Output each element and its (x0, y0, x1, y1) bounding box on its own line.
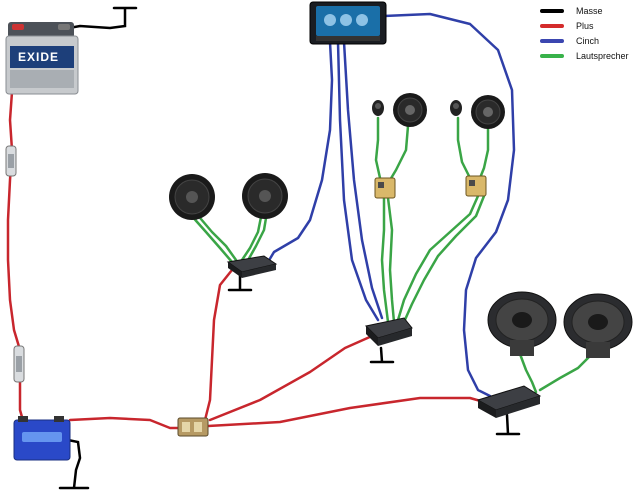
main-battery (5, 22, 79, 95)
subwoofer-2 (563, 293, 633, 358)
amp-left (226, 255, 278, 278)
amp-center (364, 317, 413, 346)
amp-right (476, 385, 542, 418)
mid2-to-xover (478, 126, 490, 180)
legend-swatch-plus (540, 24, 564, 28)
tweeter1-to-xover (374, 116, 382, 180)
spk-left-a (188, 212, 234, 264)
legend-item-plus: Plus (540, 19, 638, 34)
tweeter-1 (372, 100, 384, 116)
power-distributor-to-amp-center (208, 334, 374, 422)
spk-left-c (240, 210, 264, 262)
rca-to-amp-left (266, 40, 334, 264)
power-battery-to-aux (6, 90, 26, 426)
fuse-lower (13, 345, 25, 383)
power-wires (6, 90, 486, 430)
spk-left-b (193, 210, 238, 262)
speaker-left-2 (242, 173, 288, 219)
sub1-to-amp (518, 352, 538, 394)
legend-swatch-masse (540, 9, 564, 13)
crossover-1 (374, 177, 396, 199)
legend: Masse Plus Cinch Lautsprecher (540, 4, 638, 64)
legend-item-cinch: Cinch (540, 34, 638, 49)
legend-label-plus: Plus (576, 21, 594, 31)
legend-label-lautsprecher: Lautsprecher (576, 51, 629, 61)
spk-left-d (245, 210, 269, 264)
midrange-2 (471, 95, 505, 129)
head-unit (309, 1, 387, 45)
subwoofer-1 (487, 291, 557, 356)
rca-wires (266, 12, 516, 398)
main-battery-brand: EXIDE (18, 50, 60, 64)
ground-aux-battery (58, 438, 90, 490)
legend-swatch-lautsprecher (540, 54, 564, 58)
xover2-to-amp (396, 194, 486, 324)
rca-to-amp-center-b (342, 40, 384, 320)
speaker-wires (188, 116, 592, 394)
legend-item-lautsprecher: Lautsprecher (540, 49, 638, 64)
power-distributor-to-amp-right (206, 396, 486, 428)
aux-battery (13, 416, 71, 461)
fuse-upper (5, 145, 17, 177)
ground-amp-center (369, 346, 395, 364)
power-distributor (177, 417, 209, 437)
crossover-2 (465, 175, 487, 197)
ground-wires (56, 6, 521, 490)
legend-item-masse: Masse (540, 4, 638, 19)
midrange-1 (393, 93, 427, 127)
tweeter-2 (450, 100, 462, 116)
legend-swatch-cinch (540, 39, 564, 43)
xover1-to-amp (380, 196, 396, 324)
rca-to-amp-center-a (336, 40, 380, 322)
power-aux-to-distributor (68, 416, 188, 430)
speaker-left-1 (169, 174, 215, 220)
sub2-to-amp (538, 354, 592, 392)
legend-label-cinch: Cinch (576, 36, 600, 46)
ground-amp-right (495, 413, 521, 436)
mid1-to-xover (388, 124, 410, 182)
tweeter2-to-xover (456, 116, 472, 180)
rca-to-amp-right (382, 12, 516, 398)
power-distributor-to-amp-left (203, 268, 234, 422)
legend-label-masse: Masse (576, 6, 603, 16)
